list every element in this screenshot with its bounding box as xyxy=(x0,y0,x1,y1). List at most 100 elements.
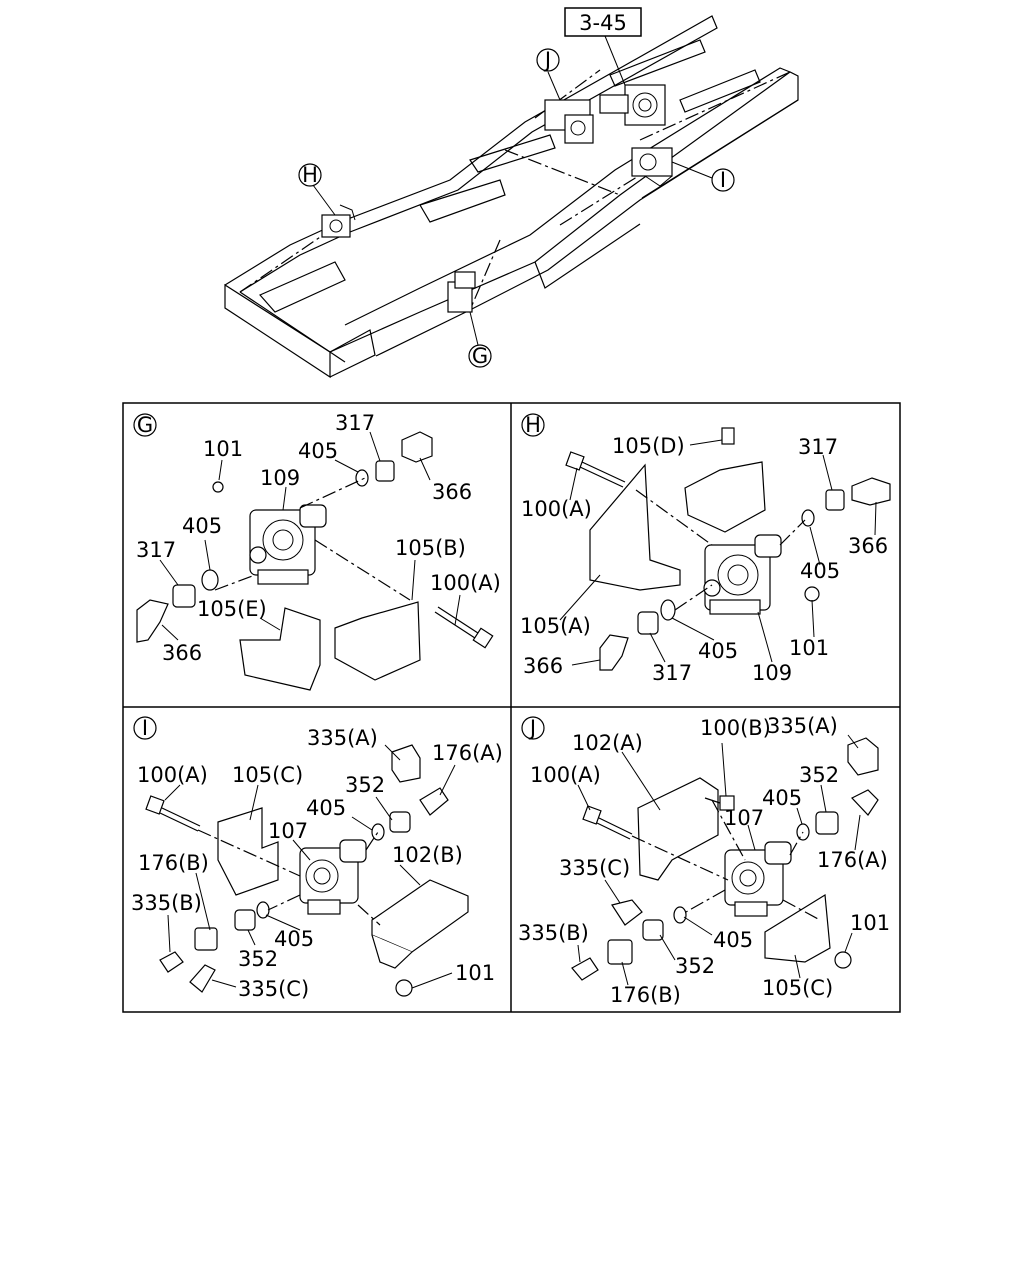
tee-335c xyxy=(611,899,643,926)
label-405: 405 xyxy=(274,927,314,951)
label-109: 109 xyxy=(752,661,792,685)
panel-j-letter: J xyxy=(528,716,536,740)
label-100a: 100(A) xyxy=(137,763,208,787)
label-176a: 176(A) xyxy=(432,741,503,765)
elbow-366-top xyxy=(401,431,433,463)
label-105e: 105(E) xyxy=(197,597,267,621)
panel-i: I xyxy=(131,716,503,1001)
elbow-366-right xyxy=(851,477,891,506)
fitting-352 xyxy=(815,811,839,835)
fitting-317-right xyxy=(825,489,845,511)
panel-i-letter-circle xyxy=(133,716,157,740)
tee-335c xyxy=(189,964,216,993)
fitting-335b xyxy=(571,957,599,981)
valve-assembly-h-location xyxy=(312,184,356,238)
label-102b: 102(B) xyxy=(392,843,463,867)
washer-405-left xyxy=(660,599,676,621)
label-405: 405 xyxy=(800,559,840,583)
valve-assembly-i-location xyxy=(631,147,713,187)
fitting-176a xyxy=(419,787,449,816)
reference-number: 3-45 xyxy=(579,11,627,35)
frame-rail-left xyxy=(224,15,718,379)
nut-101 xyxy=(834,951,852,969)
label-352: 352 xyxy=(675,954,715,978)
valve-assembly-main-location xyxy=(599,35,666,126)
bracket-105d xyxy=(684,461,766,533)
label-366: 366 xyxy=(848,534,888,558)
svg-text:G: G xyxy=(472,344,488,368)
fitting-352-bottom xyxy=(642,919,664,941)
washer-405-left xyxy=(201,569,219,591)
nut-101 xyxy=(804,586,820,602)
panel-h-letter: H xyxy=(525,413,541,437)
frame-rail-right xyxy=(329,67,799,357)
elbow-366-left xyxy=(136,599,169,643)
valve-109 xyxy=(703,534,782,615)
label-101: 101 xyxy=(455,961,495,985)
label-352: 352 xyxy=(238,947,278,971)
label-101: 101 xyxy=(203,437,243,461)
label-405: 405 xyxy=(713,928,753,952)
label-100a: 100(A) xyxy=(430,571,501,595)
callout-g: G xyxy=(468,344,492,368)
label-102a: 102(A) xyxy=(572,731,643,755)
washer-405-bottom xyxy=(673,906,687,924)
panel-j: J xyxy=(518,714,890,1007)
label-405: 405 xyxy=(762,786,802,810)
block-176b xyxy=(607,939,633,965)
panel-g-letter: G xyxy=(137,413,153,437)
label-105d: 105(D) xyxy=(612,434,685,458)
panel-h: H xyxy=(520,413,891,685)
label-405: 405 xyxy=(698,639,738,663)
label-107: 107 xyxy=(724,806,764,830)
bolt-100a xyxy=(145,795,165,815)
washer-405-top xyxy=(371,823,385,841)
plate-105b xyxy=(334,601,421,681)
label-105a: 105(A) xyxy=(520,614,591,638)
fitting-317-left xyxy=(172,584,196,608)
label-101: 101 xyxy=(850,911,890,935)
label-335c: 335(C) xyxy=(238,977,309,1001)
label-109: 109 xyxy=(260,466,300,490)
label-352: 352 xyxy=(799,763,839,787)
label-176b: 176(B) xyxy=(610,983,681,1007)
reference-box xyxy=(564,7,642,37)
chassis-overview: 3-45 xyxy=(224,7,799,379)
panel-h-letter-circle xyxy=(521,413,545,437)
label-176b: 176(B) xyxy=(138,851,209,875)
label-317: 317 xyxy=(652,661,692,685)
label-107: 107 xyxy=(268,819,308,843)
label-100b: 100(B) xyxy=(700,716,771,740)
label-317: 317 xyxy=(136,538,176,562)
label-317: 317 xyxy=(335,411,375,435)
bolt-100a xyxy=(565,451,585,471)
valve-107 xyxy=(724,841,792,917)
bracket-102a xyxy=(637,777,719,881)
label-366: 366 xyxy=(523,654,563,678)
label-105b: 105(B) xyxy=(395,536,466,560)
label-352: 352 xyxy=(345,773,385,797)
label-335a: 335(A) xyxy=(307,726,378,750)
label-101: 101 xyxy=(789,636,829,660)
panel-g-letter-circle xyxy=(133,413,157,437)
label-100a: 100(A) xyxy=(530,763,601,787)
fitting-317-left xyxy=(637,611,659,635)
elbow-366-left xyxy=(599,634,629,671)
nut-101 xyxy=(395,979,413,997)
fitting-317-top xyxy=(375,460,395,482)
bolt-100a xyxy=(582,805,602,825)
callout-i: I xyxy=(711,168,735,192)
nut-101 xyxy=(212,481,224,493)
block-176b xyxy=(194,927,218,951)
svg-text:J: J xyxy=(543,48,551,72)
valve-assembly-g-location xyxy=(447,271,479,346)
label-105c: 105(C) xyxy=(232,763,303,787)
callout-h: H xyxy=(298,163,322,187)
bracket-105e xyxy=(239,607,321,691)
elbow-335a xyxy=(391,744,421,783)
washer-405-top xyxy=(355,469,369,487)
label-335b: 335(B) xyxy=(518,921,589,945)
bracket-105c xyxy=(764,893,831,963)
svg-text:I: I xyxy=(720,168,726,192)
